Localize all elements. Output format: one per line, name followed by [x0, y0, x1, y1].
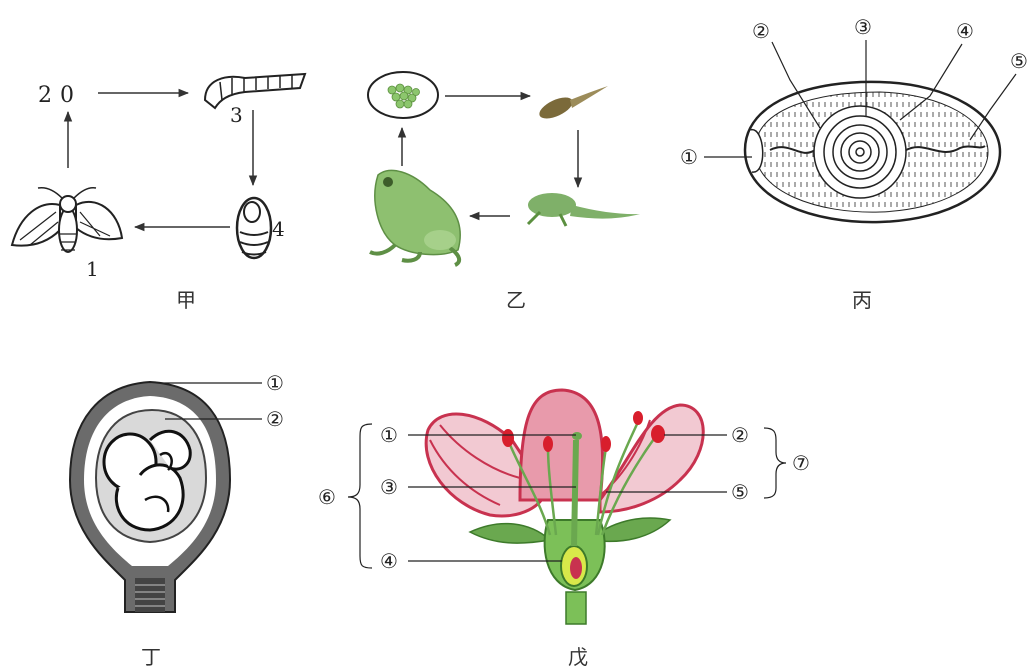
uterus-marker-1: ①	[266, 371, 284, 395]
caption-wu: 戊	[568, 645, 588, 669]
stage-larva-label: 3	[230, 103, 243, 127]
stage-egg-mark: 0	[60, 83, 74, 108]
uterus	[70, 382, 230, 612]
tadpole	[536, 86, 608, 123]
flower-marker-1: ①	[380, 423, 398, 447]
egg-marker-2: ②	[752, 19, 770, 43]
flower-marker-7: ⑦	[792, 451, 810, 475]
panel-ding: ① ② 丁	[70, 371, 284, 669]
panel-wu: ① ② ③ ④ ⑤ ⑥ ⑦ 戊	[318, 390, 810, 669]
stage-adult-label: 1	[86, 257, 99, 281]
petal-right	[600, 405, 703, 512]
caption-ding: 丁	[141, 645, 161, 669]
style	[574, 440, 576, 546]
brace-6	[348, 424, 372, 568]
brace-7	[764, 428, 786, 498]
panel-yi: 乙	[368, 72, 640, 312]
sepal-left	[470, 524, 550, 544]
yolk	[814, 106, 906, 198]
egg-marker-1: ①	[680, 145, 698, 169]
stalk	[566, 592, 586, 624]
flower-marker-4: ④	[380, 549, 398, 573]
egg-marker-4: ④	[956, 19, 974, 43]
adult-frog	[370, 170, 460, 265]
flower	[426, 390, 703, 624]
frog-eggs	[368, 72, 438, 118]
silkworm-pupa	[237, 198, 271, 258]
bird-egg	[745, 82, 1000, 222]
flower-marker-3: ③	[380, 475, 398, 499]
flower-marker-6: ⑥	[318, 485, 336, 509]
ovule	[570, 557, 582, 579]
stage-pupa-label: 4	[272, 217, 285, 241]
egg-marker-3: ③	[854, 15, 872, 39]
silkworm-moth	[12, 188, 122, 252]
petal-center	[520, 390, 603, 500]
caption-jia: 甲	[176, 288, 196, 312]
stage-egg-label: 2	[38, 83, 52, 108]
panel-jia: 2 0 3 4	[12, 74, 305, 312]
uterus-marker-2: ②	[266, 407, 284, 431]
froglet	[528, 193, 640, 226]
caption-bing: 丙	[852, 288, 872, 312]
flower-marker-2: ②	[731, 423, 749, 447]
flower-marker-5: ⑤	[731, 480, 749, 504]
panel-bing: ① ② ③ ④ ⑤ 丙	[680, 15, 1028, 312]
egg-marker-5: ⑤	[1010, 49, 1028, 73]
stigma	[572, 432, 582, 440]
silkworm-larva	[205, 74, 305, 108]
caption-yi: 乙	[506, 288, 526, 312]
